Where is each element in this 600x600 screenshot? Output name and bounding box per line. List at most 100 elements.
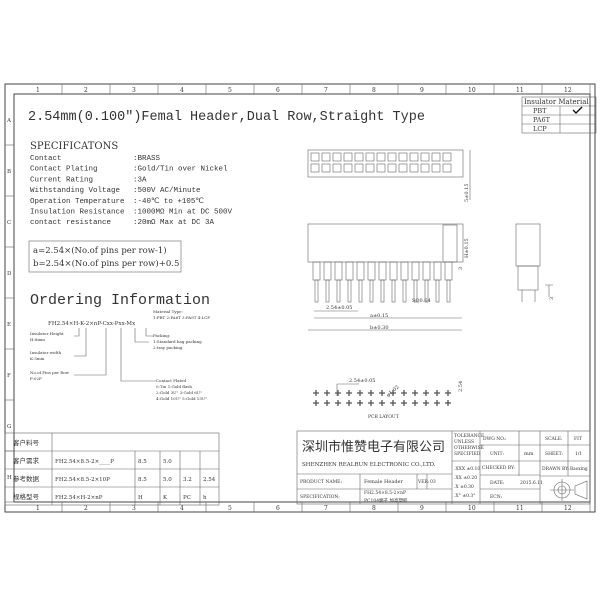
contact-cavity	[332, 152, 342, 162]
product-value: Female Header	[364, 479, 403, 485]
contact-cavity	[398, 163, 408, 173]
row-label: H	[7, 475, 12, 481]
contact-cavity	[376, 163, 386, 173]
ordering-note: Material Type:	[153, 309, 183, 314]
table-cell: 8.5	[138, 459, 147, 465]
scale-label: SCALE:	[545, 436, 563, 442]
pin-shoulder	[312, 261, 321, 281]
contact-cavity	[365, 152, 375, 162]
column-label-bottom: 2	[84, 505, 88, 512]
scale-value: FIT	[574, 436, 582, 442]
pcb-hole-mark	[401, 390, 407, 396]
spec-value: :BRASS	[133, 155, 161, 163]
sheet-label: SHEET:	[545, 451, 563, 457]
date-value: 2015.6.11	[520, 480, 543, 486]
contact-cavity	[343, 152, 353, 162]
row-label: A	[6, 118, 12, 124]
pin	[358, 279, 363, 303]
ordering-note: Insulator Height	[30, 331, 64, 336]
tolerance-1: TOLERANCE	[454, 433, 484, 439]
pcb-hole-mark	[434, 400, 440, 406]
tolerance-2: UNLESS	[454, 439, 474, 445]
spec-label: Withstanding Voltage	[30, 187, 120, 195]
date-label: DATE:	[490, 480, 505, 486]
pin-shoulder	[400, 261, 409, 281]
formula-a: a=2.54×(No.of pins per row-1)	[33, 245, 167, 256]
title-block: 深圳市惟赞电子有限公司 SHENZHEN REALRUN ELECTRONIC …	[296, 430, 591, 505]
pcb-hole-mark	[445, 400, 451, 406]
contact-cavity	[420, 152, 430, 162]
pcb-hole-mark	[346, 400, 352, 406]
column-label-bottom: 9	[420, 505, 424, 512]
tol-x: .X ±0.30	[454, 484, 474, 490]
contact-cavity	[431, 163, 441, 173]
top-view-outline	[307, 149, 464, 178]
pcb-hole-mark	[434, 390, 440, 396]
contact-cavity	[387, 152, 397, 162]
ver-label: VER:	[417, 479, 430, 485]
material-pbt: PBT	[533, 107, 547, 115]
pcb-hole-mark	[412, 390, 418, 396]
column-label-top: 8	[372, 87, 376, 94]
contact-cavity	[376, 152, 386, 162]
ordering-note: 4:Gold 10U" 5:Gold 15U"	[156, 396, 207, 401]
table-cell: 5.0	[163, 459, 172, 465]
contact-cavity	[409, 163, 419, 173]
contact-cavity	[420, 163, 430, 173]
table-cell: h	[203, 495, 207, 501]
projection-symbol-icon	[550, 479, 588, 501]
column-label-top: 7	[324, 87, 328, 94]
ordering-note: 0:Tin 1:Gold flash	[156, 384, 192, 389]
spec-value-2: PC104端子 加高塑胶	[364, 497, 408, 504]
ordering-heading: Ordering Information	[30, 292, 210, 309]
pcb-hole-mark	[357, 400, 363, 406]
dim-pitch: 2.54±0.05	[326, 305, 352, 311]
contact-cavity	[431, 152, 441, 162]
ordering-note: K:5mm	[30, 356, 45, 361]
pcb-hole-mark	[390, 400, 396, 406]
company-name-en: SHENZHEN REALRUN ELECTRONIC CO.,LTD.	[302, 462, 436, 468]
pin	[336, 279, 341, 303]
check-icon	[572, 106, 583, 114]
spec-value: :1000MΩ Min at DC 500V	[133, 209, 233, 217]
ordering-note: Packing:	[153, 333, 170, 338]
pin	[435, 279, 440, 303]
column-label-bottom: 7	[324, 505, 328, 512]
column-label-bottom: 11	[516, 505, 524, 512]
column-label-top: 4	[180, 87, 184, 94]
column-label-bottom: 4	[180, 505, 184, 512]
row-label: F	[7, 373, 11, 379]
column-label-bottom: 8	[372, 505, 376, 512]
dim-top-height: 5±0.15	[464, 183, 470, 202]
pcb-hole-mark	[379, 400, 385, 406]
column-label-top: 1	[36, 87, 40, 94]
row-label: G	[7, 424, 11, 430]
pin-shoulder	[367, 261, 376, 281]
pin	[325, 279, 330, 303]
dim-pin-square: SQ0.64	[412, 298, 431, 304]
pin-shoulder	[433, 261, 442, 281]
pin-shoulder	[345, 261, 354, 281]
dim-a: a±0.15	[370, 313, 388, 319]
specs-heading: SPECIFICATONS	[30, 141, 118, 152]
ecn-label: ECN:	[490, 494, 503, 500]
tolerance-4: SPECIFIED	[454, 451, 481, 457]
tol-angle: .X° ±0.3°	[454, 493, 476, 499]
drawing-views: 5±0.15 H±0.15 3 3 2.54±0.05 SQ0.64 a±0.1…	[307, 149, 555, 420]
checked-label: CHECKED BY:	[482, 465, 515, 471]
table-cell: 参考数据	[13, 474, 40, 483]
ordering-note: No.of Pins per Row	[30, 370, 70, 375]
column-label-bottom: 12	[564, 505, 572, 512]
table-cell: FH2.54×8.5-2×____P	[55, 459, 114, 465]
pin-shoulder	[356, 261, 365, 281]
spec-value: :-40℃ to +105℃	[133, 197, 204, 206]
spec-label: SPECIFICATION:	[300, 494, 340, 500]
pin-shoulder	[378, 261, 387, 281]
contact-cavity	[321, 163, 331, 173]
pcb-hole-mark	[357, 390, 363, 396]
contact-cavity	[343, 163, 353, 173]
pin	[380, 279, 385, 303]
pin	[369, 279, 374, 303]
